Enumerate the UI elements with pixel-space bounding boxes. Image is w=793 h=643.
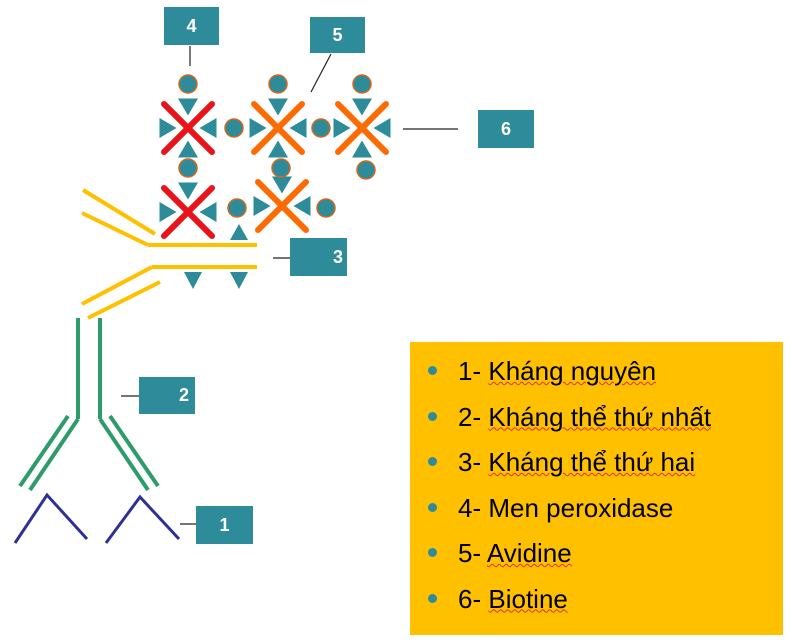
biotin-triangle: [289, 118, 307, 138]
label-6-biotin: 6: [478, 110, 534, 148]
biotin-triangle: [373, 118, 391, 138]
biotin-triangle: [293, 196, 311, 216]
legend-item: 2- Kháng thể thứ nhất: [428, 396, 783, 442]
peroxidase-circle: [352, 74, 372, 94]
biotin-triangle: [268, 98, 288, 116]
biotin-triangle: [352, 140, 372, 158]
peroxidase-circle: [224, 118, 244, 138]
legend-item: 6- Biotine: [428, 578, 783, 624]
legend-item: 5- Avidine: [428, 532, 783, 578]
peroxidase-circle: [178, 74, 198, 94]
peroxidase-circle: [356, 160, 376, 180]
avidin-cross: [335, 101, 389, 155]
bullet-icon: [428, 411, 437, 421]
avidin-cross: [255, 179, 309, 233]
biotin-triangle: [249, 118, 267, 138]
secondary-antibody: [81, 188, 257, 320]
label-5-avidin: 5: [310, 17, 365, 53]
biotin-on-antibody: [184, 224, 248, 289]
biotin-triangle: [178, 182, 198, 200]
biotin-triangle: [159, 118, 177, 138]
biotin-triangle: [268, 140, 288, 158]
legend-list: 1- Kháng nguyên 2- Kháng thể thứ nhất 3-…: [428, 350, 783, 623]
bullet-icon: [428, 366, 437, 375]
peroxidase-circle: [268, 74, 288, 94]
peroxidase-circle: [178, 158, 198, 178]
label-3-secondary-antibody: 3: [290, 238, 347, 276]
peroxidase-circle: [316, 198, 336, 218]
biotin-triangle: [199, 118, 217, 138]
peroxidase-circle: [227, 198, 247, 218]
biotin-triangle: [159, 202, 177, 222]
avidin-cross: [161, 185, 215, 239]
label-1-antigen: 1: [196, 506, 253, 544]
avidin-biotin-complexes: [159, 74, 391, 239]
biotin-triangle: [272, 176, 292, 194]
biotin-triangle: [253, 196, 271, 216]
biotin-triangle: [178, 98, 198, 116]
avidin-cross: [251, 101, 305, 155]
peroxidase-circle: [311, 118, 331, 138]
label-2-primary-antibody: 2: [139, 377, 195, 414]
biotin-triangle: [199, 202, 217, 222]
antigen: [13, 492, 181, 544]
legend-item: 1- Kháng nguyên: [428, 350, 783, 396]
bullet-icon: [428, 548, 437, 557]
label-4-peroxidase: 4: [164, 7, 219, 45]
primary-antibody: [18, 318, 160, 492]
biotin-triangle: [333, 118, 351, 138]
biotin-triangle: [352, 98, 372, 116]
legend-panel: 1- Kháng nguyên 2- Kháng thể thứ nhất 3-…: [410, 342, 783, 635]
bullet-icon: [428, 457, 437, 466]
legend-item: 4- Men peroxidase: [428, 487, 783, 533]
legend-item: 3- Kháng thể thứ hai: [428, 441, 783, 487]
avidin-cross: [161, 101, 215, 155]
bullet-icon: [428, 502, 437, 512]
peroxidase-circle: [271, 158, 291, 178]
bullet-icon: [428, 593, 437, 603]
biotin-triangle: [178, 140, 198, 158]
